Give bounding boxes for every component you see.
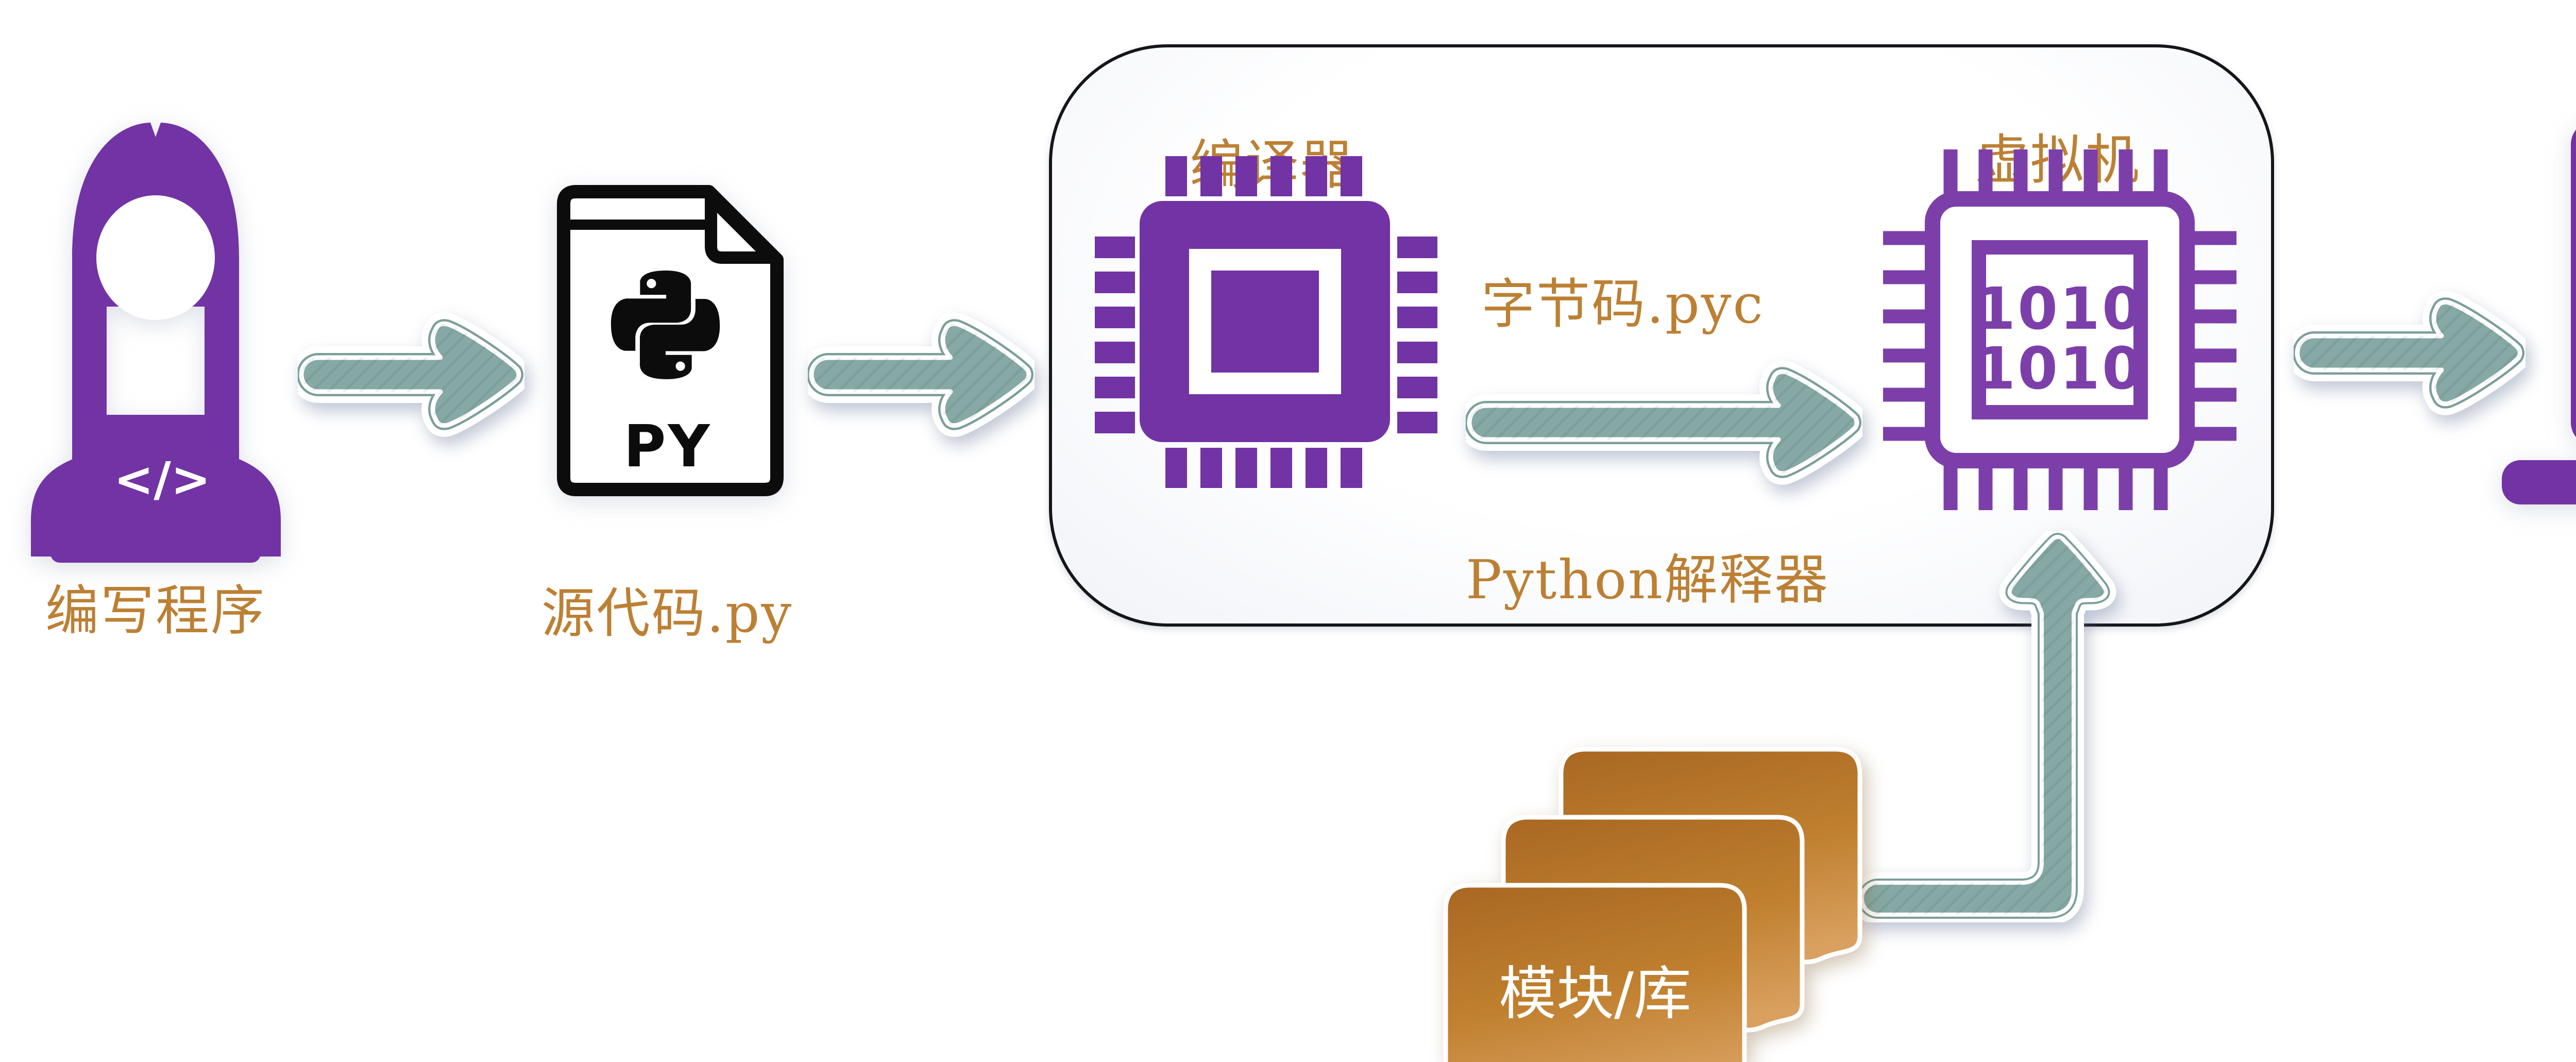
writer-label: 编写程序: [45, 579, 266, 642]
vm-chip-icon: 1010 1010: [1883, 149, 2236, 510]
arrow-bytecode: [1466, 360, 1862, 485]
arrow-source-to-interpreter: [808, 312, 1035, 437]
source-file-label: 源代码.py: [541, 582, 793, 645]
arrow-interpreter-to-run: [2294, 291, 2526, 415]
compiler-core: [1211, 271, 1319, 373]
modules-stack-icon: 模块/库: [1443, 747, 1862, 1062]
laptop-run-icon: [2502, 129, 2576, 504]
modules-label: 模块/库: [1499, 960, 1691, 1027]
file-badge: PY: [623, 413, 711, 480]
module-card-front: 模块/库: [1443, 883, 1747, 1062]
person-laptop-code: </>: [114, 452, 211, 507]
laptop-screen-frame: [2571, 129, 2576, 437]
vm-binary-row2: 1010: [1975, 335, 2144, 402]
arrow-writer-to-source: [298, 312, 524, 437]
vm-inner-square: [1972, 240, 2148, 419]
face: [96, 195, 215, 320]
folded-corner: [705, 192, 777, 264]
python-file-icon: PY: [557, 185, 784, 496]
person-laptop-screen: [98, 415, 227, 543]
python-logo: [611, 271, 720, 379]
bytecode-label: 字节码.pyc: [1481, 273, 1765, 335]
arrow-modules-to-vm: [1852, 531, 2116, 922]
vm-pins: [1883, 149, 2236, 510]
person-laptop-base: [50, 541, 261, 563]
interpreter-label: Python解释器: [1465, 548, 1830, 611]
vm-binary-row1: 1010: [1975, 276, 2144, 343]
laptop-base: [2502, 460, 2576, 504]
compiler-pins: [1095, 156, 1437, 488]
person-coder-icon: </>: [31, 123, 281, 563]
compiler-chip-icon: [1095, 156, 1437, 488]
vm-body: [1925, 191, 2195, 468]
